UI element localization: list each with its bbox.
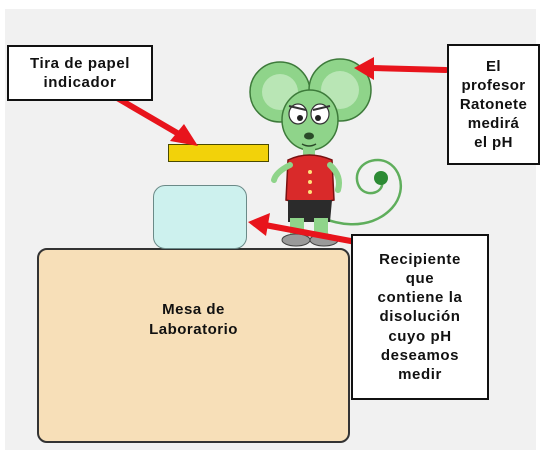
- professor-label: El profesor Ratonete medirá el pH: [447, 44, 540, 165]
- ph-indicator-strip: [168, 144, 269, 162]
- paper-strip-label: Tira de papel indicador: [7, 45, 153, 101]
- lab-table: [37, 248, 350, 443]
- lab-table-label: Mesa de Laboratorio: [149, 301, 238, 339]
- container-label: Recipiente que contiene la disolución cu…: [351, 234, 489, 400]
- solution-container: [153, 185, 247, 249]
- tail-dot-icon: [374, 171, 388, 185]
- mouse-professor-icon: [249, 58, 403, 247]
